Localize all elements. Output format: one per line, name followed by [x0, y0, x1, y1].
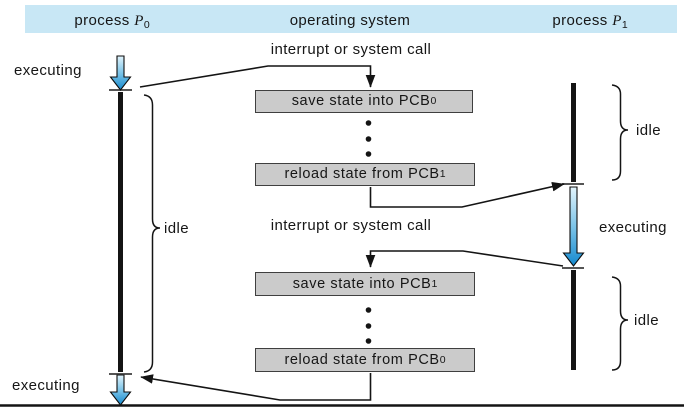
reload-state-pcb0-sub: 0 — [439, 353, 446, 366]
connector-reload-pcb1-to-p1 — [369, 181, 565, 208]
ellipsis-dot — [365, 307, 372, 313]
header-p1-var: P — [612, 13, 622, 29]
connector-p1-to-save-pcb1 — [365, 250, 564, 268]
header-p1-sub: 1 — [621, 19, 628, 31]
p1-executing-label: executing — [599, 219, 667, 236]
reload-state-pcb1-label: reload state from PCB — [284, 166, 440, 183]
save-state-pcb0-label: save state into PCB — [291, 93, 431, 110]
p1-idle-bottom-brace — [611, 276, 629, 371]
p0-executing-arrow-bottom-icon — [109, 374, 132, 406]
p1-idle-bottom-label: idle — [634, 312, 659, 329]
reload-state-pcb0-label: reload state from PCB — [284, 351, 440, 368]
p0-idle-label: idle — [164, 220, 189, 237]
header-p0-text: process — [74, 12, 135, 29]
interrupt-label-middle: interrupt or system call — [270, 217, 432, 234]
p0-idle-brace — [143, 94, 161, 373]
connector-p0-to-save-pcb0 — [139, 65, 376, 88]
reload-state-pcb1-sub: 1 — [439, 168, 446, 181]
save-state-pcb1-label: save state into PCB — [292, 275, 432, 292]
connector-reload-pcb0-to-p0 — [140, 373, 372, 401]
p1-idle-top-brace — [611, 84, 629, 181]
header-p1-text: process — [552, 12, 613, 29]
ellipsis-dot — [365, 120, 372, 126]
save-state-pcb0-sub: 0 — [430, 95, 437, 108]
header-label-process-p0: process P0 — [74, 12, 149, 31]
header-p0-var: P — [134, 13, 144, 29]
p0-executing-top-label: executing — [14, 62, 82, 79]
p1-idle-top-label: idle — [636, 122, 661, 139]
ellipsis-dot — [365, 338, 372, 344]
ellipsis-dot — [365, 323, 372, 329]
header-label-operating-system: operating system — [289, 12, 411, 29]
header-p0-sub: 0 — [143, 19, 150, 31]
p0-executing-bottom-label: executing — [12, 377, 80, 394]
p1-executing-arrow-icon — [562, 186, 585, 267]
ellipsis-dot — [365, 136, 372, 142]
ellipsis-dot — [365, 151, 372, 157]
header-bar — [25, 5, 677, 33]
interrupt-label-top: interrupt or system call — [270, 41, 432, 58]
save-state-pcb1-sub: 1 — [431, 277, 438, 290]
p0-executing-arrow-top-icon — [109, 55, 132, 91]
header-label-process-p1: process P1 — [552, 12, 627, 31]
